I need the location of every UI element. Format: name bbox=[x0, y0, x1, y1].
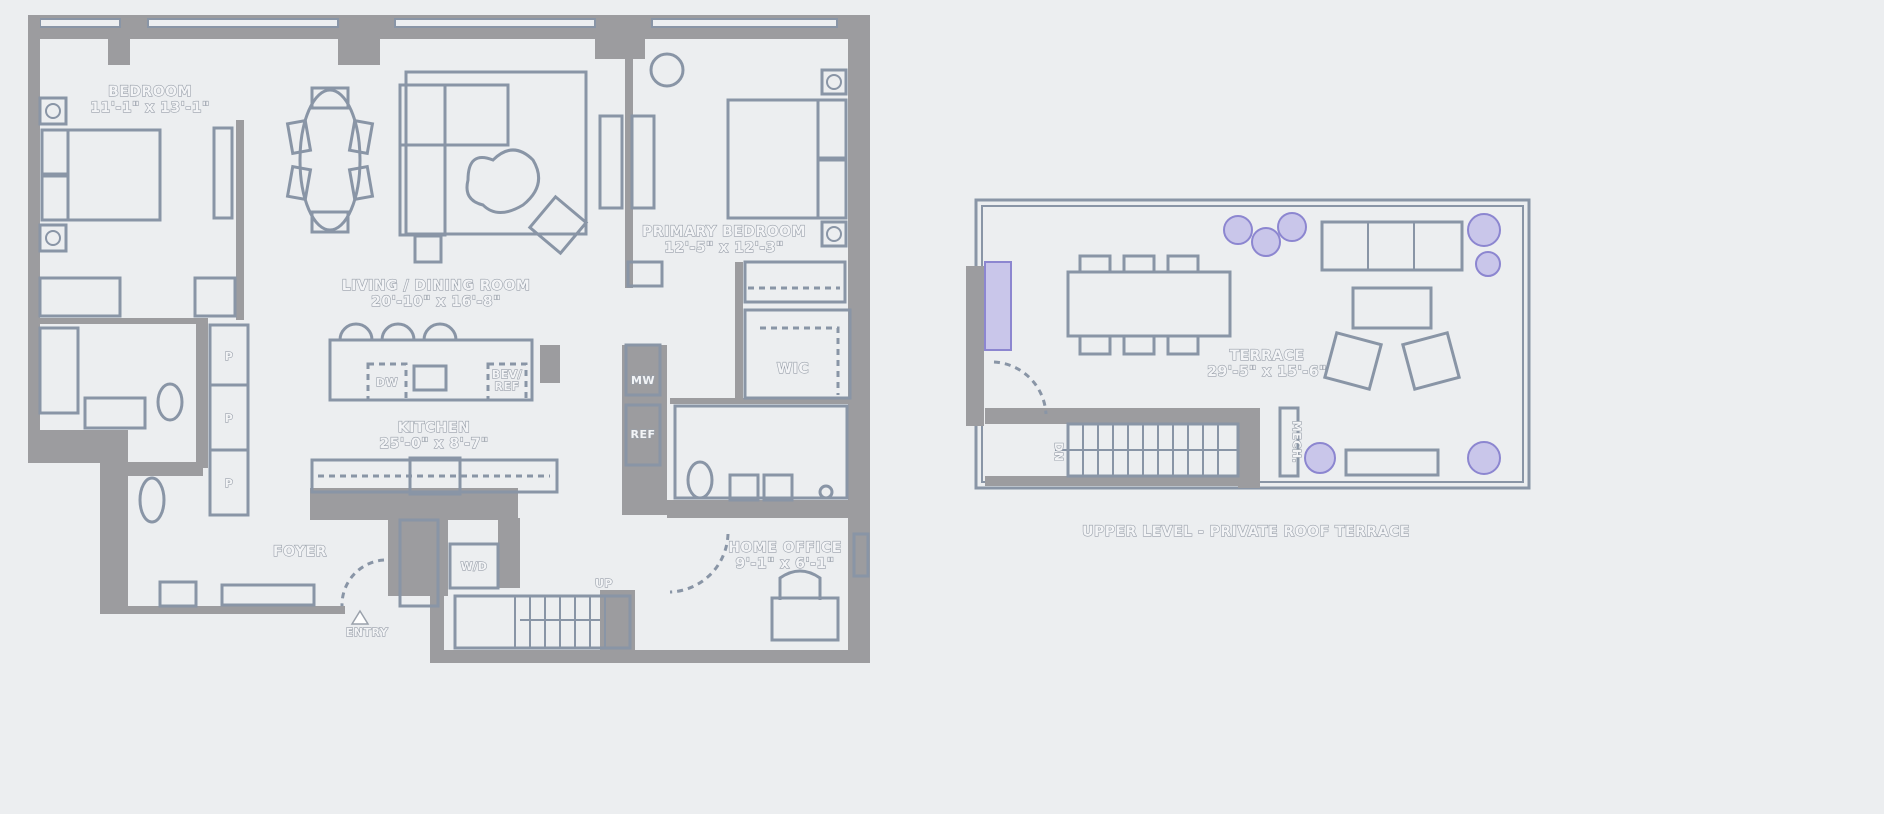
pantry-label-2: P bbox=[225, 412, 234, 425]
terrace-label: TERRACE bbox=[1230, 348, 1305, 364]
pantry-label-1: P bbox=[225, 350, 234, 363]
dn-label: DN bbox=[1052, 442, 1065, 461]
bathroom-left bbox=[38, 323, 250, 608]
terrace-size: 29'-5" x 15'-6" bbox=[1207, 364, 1327, 380]
wic-label: WIC bbox=[777, 361, 809, 377]
bathroom-right bbox=[673, 404, 849, 502]
living-dining-size: 20'-10" x 16'-8" bbox=[371, 294, 501, 310]
bedroom-furniture bbox=[38, 96, 237, 318]
terrace-lounge-set bbox=[1278, 220, 1464, 478]
terrace-planters bbox=[984, 212, 1501, 475]
stairs-up-label: UP bbox=[595, 577, 613, 590]
terrace-dining-set bbox=[1066, 254, 1232, 356]
entry-label: ENTRY bbox=[346, 626, 389, 639]
refrigerator-label: REF bbox=[631, 428, 656, 441]
kitchen-island bbox=[310, 322, 662, 590]
living-dining-furniture bbox=[285, 70, 656, 264]
home-office-furniture bbox=[669, 532, 870, 642]
mw-label: MW bbox=[631, 374, 655, 387]
bedroom-size: 11'-1" x 13'-1" bbox=[90, 100, 210, 116]
exterior-walls bbox=[28, 15, 870, 663]
dw-label: DW bbox=[376, 376, 398, 389]
home-office-label: HOME OFFICE bbox=[728, 540, 842, 556]
roof-stairs bbox=[1055, 422, 1240, 478]
home-office-size: 9'-1" x 6'-1" bbox=[735, 556, 834, 572]
lower-level-plan bbox=[28, 15, 870, 663]
primary-bedroom-furniture bbox=[626, 52, 852, 400]
primary-bedroom-label: PRIMARY BEDROOM bbox=[642, 224, 806, 240]
stairs-up bbox=[453, 594, 632, 650]
entry-door bbox=[220, 518, 440, 625]
pantry-label-3: P bbox=[225, 477, 234, 490]
bev-label: BEV/ bbox=[492, 368, 523, 381]
mech-label: MECH. bbox=[1290, 421, 1303, 463]
kitchen-label: KITCHEN bbox=[398, 420, 470, 436]
washer-dryer-label: W/D bbox=[461, 560, 488, 573]
upper-level-caption: UPPER LEVEL - PRIVATE ROOF TERRACE bbox=[1082, 524, 1410, 540]
living-dining-label: LIVING / DINING ROOM bbox=[342, 278, 531, 294]
foyer-label: FOYER bbox=[273, 544, 327, 560]
primary-bedroom-size: 12'-5" x 12'-3" bbox=[664, 240, 784, 256]
bedroom-label: BEDROOM bbox=[108, 84, 192, 100]
upper-level-plan bbox=[966, 198, 1531, 490]
kitchen-size: 25'-0" x 8'-7" bbox=[379, 436, 488, 452]
ref-label: REF bbox=[495, 380, 520, 393]
